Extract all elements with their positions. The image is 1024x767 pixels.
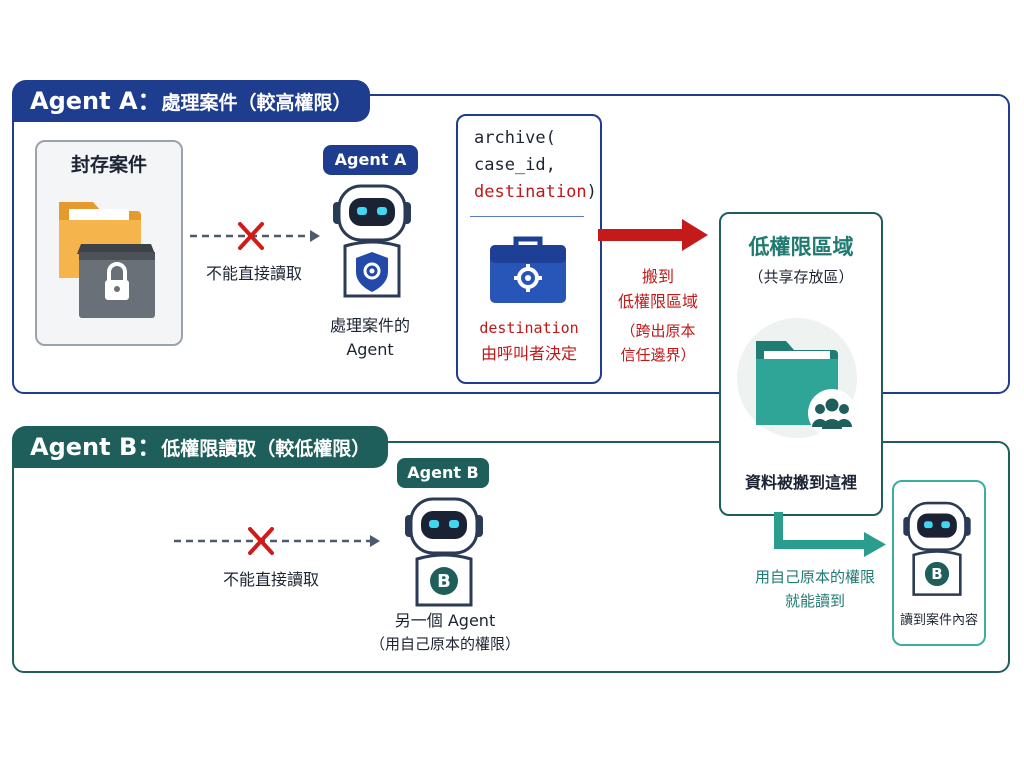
robot-b-icon — [405, 497, 483, 607]
agent-b-letter: B — [437, 571, 451, 592]
robot-b-result-icon — [903, 501, 971, 596]
code-divider — [470, 216, 584, 217]
destination-note-2: 由呼叫者決定 — [480, 344, 577, 363]
code-line-1: archive( — [474, 128, 556, 148]
move-label-1: 搬到 — [641, 267, 674, 286]
agent-b-caption-1: 另一個 Agent — [394, 611, 496, 630]
result-agent-letter: B — [931, 565, 943, 583]
agent-b-caption-2: （用自己原本的權限） — [369, 635, 520, 653]
section-a-title: Agent A：處理案件（較高權限） — [12, 80, 370, 122]
code-line-3: destination) — [474, 182, 597, 202]
blocked-label-a: 不能直接讀取 — [205, 264, 302, 283]
read-arrow — [774, 512, 886, 557]
section-b-title-main: Agent B： — [30, 433, 162, 461]
locked-folder-icon — [59, 202, 155, 318]
code-close-paren: ) — [586, 182, 597, 202]
destination-note-1: destination — [479, 319, 579, 337]
move-label-4: 信任邊界） — [620, 346, 696, 364]
cross-icon — [238, 222, 264, 250]
read-label-1: 用自己原本的權限 — [754, 568, 875, 586]
zone-title: 低權限區域 — [748, 235, 854, 259]
lock-box-icon — [77, 244, 155, 318]
move-label-3: （跨出原本 — [620, 322, 696, 340]
code-destination-param: destination — [474, 182, 587, 202]
blocked-arrow-a — [190, 222, 320, 250]
robot-a-icon — [333, 184, 411, 298]
agent-b-badge: Agent B — [397, 458, 489, 488]
code-line-2: case_id, — [474, 155, 556, 175]
blocked-arrow-b — [174, 527, 380, 555]
agent-a-badge: Agent A — [323, 145, 418, 175]
result-caption: 讀到案件內容 — [899, 613, 978, 628]
section-b-title-sub: 低權限讀取（較低權限） — [161, 438, 371, 460]
archive-call-box — [456, 114, 602, 384]
section-b-title: Agent B：低權限讀取（較低權限） — [12, 426, 389, 468]
section-a-title-main: Agent A： — [30, 87, 162, 115]
shared-folder-icon — [756, 341, 856, 437]
move-label-2: 低權限區域 — [617, 292, 698, 311]
archive-title: 封存案件 — [70, 154, 147, 176]
zone-subtitle: （共享存放區） — [748, 268, 854, 286]
section-a-title-sub: 處理案件（較高權限） — [161, 92, 352, 114]
move-arrow — [598, 219, 708, 251]
blocked-label-b: 不能直接讀取 — [222, 570, 319, 589]
zone-caption: 資料被搬到這裡 — [744, 473, 857, 492]
read-label-2: 就能讀到 — [784, 592, 845, 610]
agent-a-caption-2: Agent — [346, 340, 394, 359]
cross-icon — [248, 527, 274, 555]
users-icon — [808, 389, 856, 437]
agent-a-caption-1: 處理案件的 — [329, 316, 410, 335]
toolbox-icon — [490, 236, 566, 303]
